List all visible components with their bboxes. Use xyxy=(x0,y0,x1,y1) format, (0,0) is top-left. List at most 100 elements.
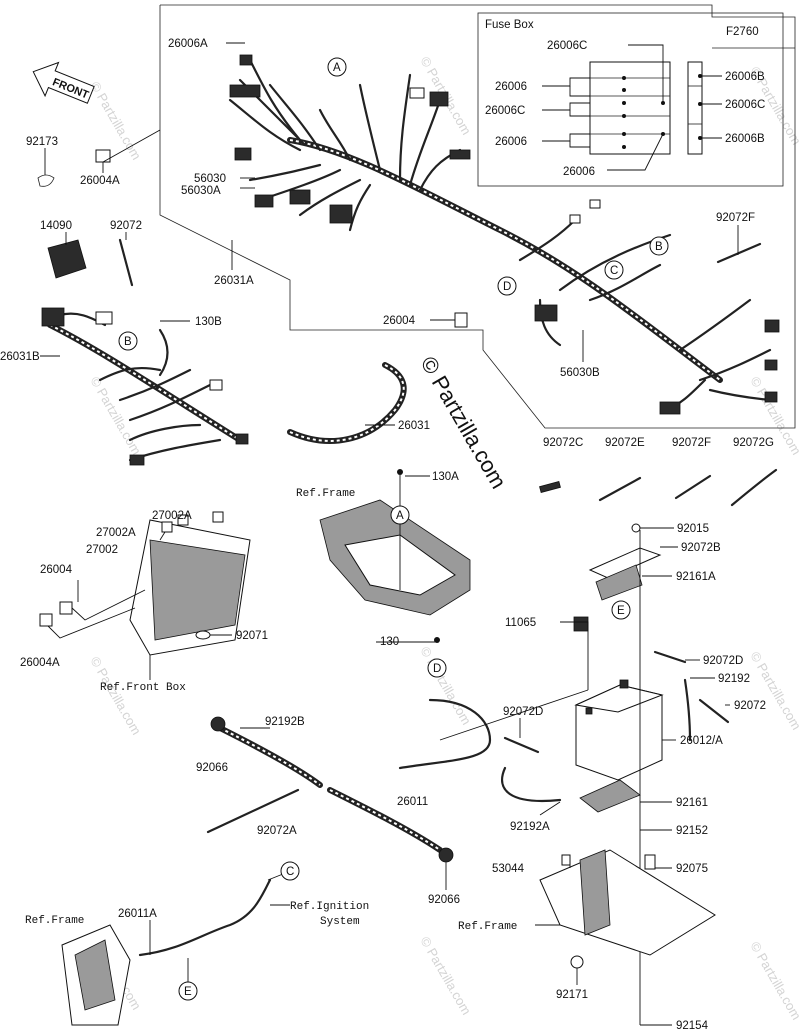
watermark: © Partzilla.com xyxy=(417,644,474,727)
sub-harness-26031B xyxy=(41,307,249,466)
callout-d-cable xyxy=(427,658,447,678)
ref-front-box xyxy=(39,511,251,656)
connector xyxy=(229,84,261,98)
part-14090-cover xyxy=(47,239,87,279)
leader-lines xyxy=(40,42,739,1026)
connector xyxy=(209,379,223,391)
part-92192A-tube xyxy=(500,766,562,803)
part-26004A-left xyxy=(39,613,53,627)
callout-c-top xyxy=(604,260,624,280)
fuse-slots xyxy=(590,74,702,149)
part-labels: 26006A 92173 26004A 56030 56030A 14090 9… xyxy=(0,38,774,1032)
part-label: 92072 xyxy=(734,700,766,712)
callout-d-top xyxy=(497,276,517,296)
fuse-label: 26006 xyxy=(495,81,527,93)
front-arrow: FRONT xyxy=(32,61,95,104)
main-wiring-harness xyxy=(228,54,780,415)
part-92072F-top xyxy=(716,242,762,264)
part-26011A-cable xyxy=(138,878,272,957)
ref-label: Ref.Front Box xyxy=(100,682,186,694)
part-92072A xyxy=(206,788,300,834)
connector xyxy=(235,433,249,445)
part-label: 92192 xyxy=(718,673,750,685)
part-label: 92173 xyxy=(26,136,58,148)
ref-label: Ref.Ignition xyxy=(290,901,369,913)
callout-b-left xyxy=(118,331,138,351)
part-label: 26006A xyxy=(168,38,208,50)
part-label: 26031B xyxy=(0,351,40,363)
fuse-label: 26006B xyxy=(725,71,765,83)
figure-code: F2760 xyxy=(726,26,759,38)
part-92072D-mid xyxy=(503,736,540,754)
fuse-label: 26006 xyxy=(563,166,595,178)
watermark: © Partzilla.com xyxy=(747,649,800,732)
part-92192B-tube xyxy=(206,716,454,863)
watermark: © Partzilla.com xyxy=(87,374,144,457)
part-92192-tube xyxy=(683,678,692,742)
part-label: 26031A xyxy=(214,275,254,287)
connector xyxy=(234,147,252,161)
part-label: 11065 xyxy=(505,617,536,629)
callout-e-battery xyxy=(611,600,631,620)
watermark: © Partzilla.com xyxy=(747,939,800,1022)
part-11065-cap xyxy=(573,616,589,632)
part-92066-bottom xyxy=(438,847,454,863)
callout-e-ground xyxy=(178,981,198,1001)
fuse-block-side xyxy=(687,61,703,155)
front-arrow-shape xyxy=(32,61,95,104)
part-label: 92072 xyxy=(110,220,142,232)
part-label: 26012/A xyxy=(680,735,723,747)
part-label: 92075 xyxy=(676,863,708,875)
part-label: 92072F xyxy=(716,212,755,224)
part-92161-pad xyxy=(579,779,641,813)
callout-b-top-label: B xyxy=(655,241,663,253)
callout-b-left-label: B xyxy=(124,336,132,348)
part-92072C xyxy=(539,481,561,493)
part-label: 56030A xyxy=(181,185,221,197)
battery-assembly xyxy=(500,523,730,1025)
part-27002A xyxy=(177,514,189,526)
part-label: 92071 xyxy=(236,630,268,642)
fuse-leaders xyxy=(542,44,722,171)
ref-label: Ref.Frame xyxy=(25,915,84,927)
part-92072D-right xyxy=(653,650,687,664)
fuse-box-inset: Fuse Box F2760 xyxy=(477,12,795,187)
ref-frame-left xyxy=(61,878,272,1026)
part-27002 xyxy=(161,521,173,533)
part-92173-clip xyxy=(37,174,55,187)
part-26004A xyxy=(95,149,111,163)
fuse-label: 26006 xyxy=(495,136,527,148)
connector xyxy=(764,319,780,333)
part-92066-top xyxy=(210,716,226,732)
part-label: 92072C xyxy=(543,437,583,449)
connector xyxy=(129,454,145,466)
part-26004 xyxy=(454,312,468,328)
part-label: 92154 xyxy=(676,1020,709,1032)
connector xyxy=(534,304,558,322)
part-label: 27002A xyxy=(152,510,192,522)
part-92072B-strap xyxy=(588,547,662,579)
part-53044 xyxy=(561,854,571,866)
connector xyxy=(449,149,471,160)
part-label: 92152 xyxy=(676,825,708,837)
callout-d-cable-label: D xyxy=(433,663,441,675)
part-label: 27002 xyxy=(86,544,118,556)
fuse-label: 26006C xyxy=(547,40,587,52)
part-label: 53044 xyxy=(492,863,525,875)
fuse-block xyxy=(589,61,671,155)
part-92072G xyxy=(730,468,778,507)
part-label: 92066 xyxy=(428,894,460,906)
part-label: 92072A xyxy=(257,825,297,837)
part-92075 xyxy=(644,854,656,870)
part-label: 26004A xyxy=(20,657,60,669)
callouts: A B C D B A E D C E xyxy=(118,57,669,1001)
connector xyxy=(589,199,601,209)
connector xyxy=(659,401,681,415)
callout-d-top-label: D xyxy=(503,281,511,293)
part-label: 27002A xyxy=(96,527,136,539)
part-27002A xyxy=(212,511,224,523)
connector xyxy=(289,189,311,205)
connector xyxy=(569,214,581,224)
band-parts-row xyxy=(539,242,778,507)
